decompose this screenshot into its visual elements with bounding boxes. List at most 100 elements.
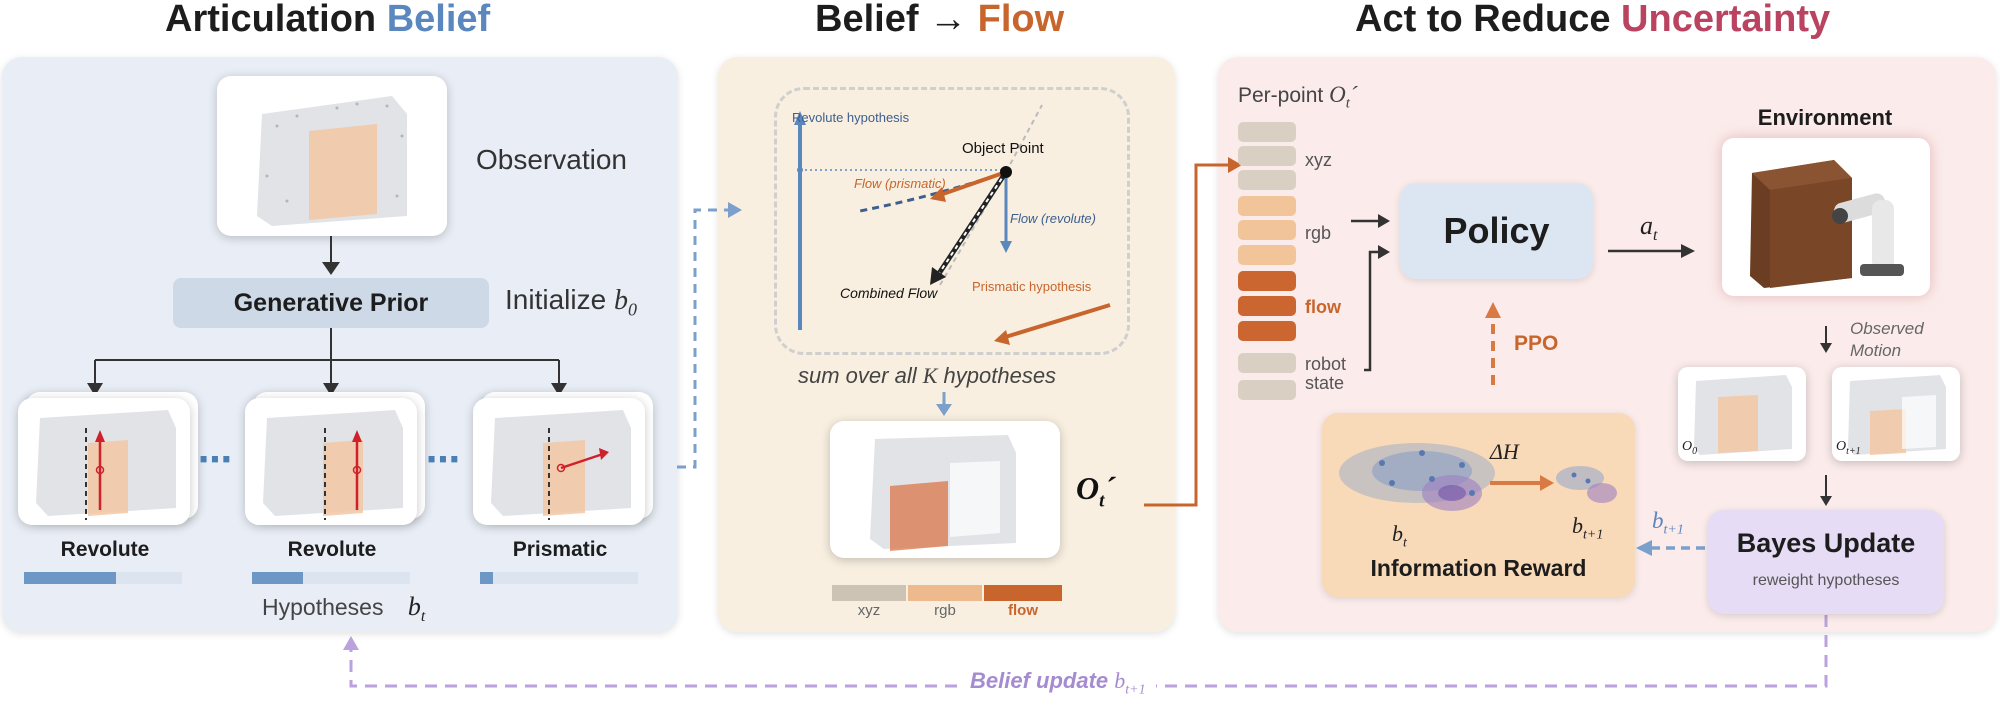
ot1-letter: O xyxy=(1836,439,1847,454)
revolute-pointcloud-image xyxy=(263,410,403,520)
policy-box: Policy xyxy=(1400,183,1593,279)
feature-block-xyz-2 xyxy=(1238,146,1296,166)
legend-label-flow: flow xyxy=(1008,602,1038,619)
hypothesis-label-1: Revolute xyxy=(60,538,150,561)
ellipsis-icon: ⋯ xyxy=(426,441,463,479)
bt1-arrow-label: bt+1 xyxy=(1652,508,1684,539)
bt1-sub: t+1 xyxy=(1583,527,1604,543)
bt-symbol: bt xyxy=(408,592,425,625)
flow-revolute-label: Flow (revolute) xyxy=(1010,211,1096,226)
observed-text: Observed xyxy=(1850,319,1924,338)
ot-letter: O xyxy=(1076,470,1100,506)
environment-image-card xyxy=(1722,138,1930,296)
legend-swatch-flow xyxy=(984,585,1062,601)
bt-letter: b xyxy=(1392,521,1403,546)
title-accent: Flow xyxy=(977,0,1065,40)
object-point-label: Object Point xyxy=(962,140,1044,157)
legend-swatch-xyz xyxy=(832,585,906,601)
robot-text: robot xyxy=(1305,354,1347,374)
bt-label: bt xyxy=(1392,521,1407,551)
action-at-symbol: at xyxy=(1640,211,1657,245)
feature-label-flow: flow xyxy=(1305,297,1341,317)
observed-motion-label: Observed Motion xyxy=(1850,318,1924,362)
arrow-obs-to-prior xyxy=(330,236,332,266)
o0-sub: 0 xyxy=(1692,445,1698,457)
belief-update-symbol: bt+1 xyxy=(1114,668,1145,697)
title-accent: Belief xyxy=(386,0,491,40)
action-sub: t xyxy=(1653,227,1658,245)
initialize-text: Initialize xyxy=(505,284,607,315)
per-point-sub: t xyxy=(1345,95,1350,112)
title-main: Articulation xyxy=(165,0,377,40)
hypotheses-bt-label: Hypotheses bt xyxy=(262,592,425,626)
hypothesis-label-3: Prismatic xyxy=(512,538,608,561)
title-main: Belief xyxy=(815,0,919,40)
initialize-b0-label: Initialize b0 xyxy=(505,284,637,321)
hypothesis-label-2: Revolute xyxy=(287,538,377,561)
feature-block-flow-3 xyxy=(1238,321,1296,341)
belief-update-text: Belief update xyxy=(970,668,1109,693)
observation-pointcloud-card xyxy=(217,76,447,236)
belief-distribution-image xyxy=(1339,443,1617,511)
revolute-hypothesis-label: Revolute hypothesis xyxy=(792,110,910,125)
sum-suffix: hypotheses xyxy=(943,363,1057,388)
information-reward-label: Information Reward xyxy=(1370,555,1587,581)
hypothesis-confidence-bar-3 xyxy=(480,572,638,584)
sum-prefix: sum over all xyxy=(798,363,917,388)
environment-robot-cabinet-image xyxy=(1750,160,1904,288)
hypotheses-text: Hypotheses xyxy=(262,594,384,620)
per-point-prime: ´ xyxy=(1349,82,1358,107)
belief-update-b: b xyxy=(1114,668,1126,693)
per-point-text: Per-point xyxy=(1238,84,1324,107)
panel-title-belief-flow: Belief → Flow xyxy=(815,0,1064,41)
o0-letter: O xyxy=(1682,439,1693,454)
ot1-label: Ot+1 xyxy=(1836,439,1861,457)
bayes-update-box: Bayes Update reweight hypotheses xyxy=(1708,510,1944,614)
flow-decomposition-diagram xyxy=(794,104,1111,345)
prismatic-pointcloud-image xyxy=(491,410,631,520)
hypothesis-confidence-fill-1 xyxy=(24,572,116,584)
o0-pointcloud-card: O0 xyxy=(1678,367,1806,461)
per-point-o: O xyxy=(1329,82,1346,107)
ot-prime: ´ xyxy=(1104,470,1116,506)
ot-sub: t xyxy=(1099,490,1105,512)
hypothesis-confidence-fill-2 xyxy=(252,572,303,584)
panel-title-articulation-belief: Articulation Belief xyxy=(165,0,490,41)
feature-block-xyz-3 xyxy=(1238,170,1296,190)
feature-block-flow-2 xyxy=(1238,296,1296,316)
ot-prime-symbol: Ot´ xyxy=(1076,470,1115,512)
b0-letter: b xyxy=(613,285,628,316)
bt1-letter: b xyxy=(1572,513,1583,538)
title-main: Act to Reduce xyxy=(1355,0,1611,40)
arrowhead-icon xyxy=(322,262,340,275)
information-reward-box: ΔH bt bt+1 Information Reward xyxy=(1322,413,1635,597)
feature-block-rgb-1 xyxy=(1238,196,1296,216)
observation-pointcloud-image xyxy=(257,96,407,226)
bt-sub: t xyxy=(420,608,426,626)
action-letter: a xyxy=(1640,211,1653,240)
feature-label-xyz: xyz xyxy=(1305,150,1332,170)
ot1-pointcloud-image xyxy=(1848,375,1946,455)
feature-block-flow-1 xyxy=(1238,271,1296,291)
bt1-arrow-letter: b xyxy=(1652,508,1664,533)
title-accent: Uncertainty xyxy=(1621,0,1831,40)
panel-title-act-reduce-uncertainty: Act to Reduce Uncertainty xyxy=(1355,0,1830,41)
revolute-pointcloud-image xyxy=(36,410,176,520)
bt1-arrow-sub: t+1 xyxy=(1663,522,1684,538)
bayes-update-label: Bayes Update xyxy=(1736,528,1916,558)
feature-label-robot-state: robot state xyxy=(1305,355,1346,393)
hypothesis-card-1 xyxy=(18,398,190,525)
flow-diagram-frame xyxy=(774,87,1130,355)
hypothesis-confidence-bar-1 xyxy=(24,572,182,584)
feature-block-xyz-1 xyxy=(1238,122,1296,142)
generative-prior-label: Generative Prior xyxy=(233,288,429,317)
delta-h-label: ΔH xyxy=(1490,439,1519,464)
flow-pointcloud-card xyxy=(830,421,1060,558)
title-arrow: → xyxy=(929,0,968,40)
observation-label: Observation xyxy=(476,144,627,175)
b0-sub: 0 xyxy=(627,299,637,320)
sum-k: K xyxy=(922,363,938,388)
ot1-pointcloud-card: Ot+1 xyxy=(1832,367,1960,461)
feature-block-rgb-2 xyxy=(1238,220,1296,240)
